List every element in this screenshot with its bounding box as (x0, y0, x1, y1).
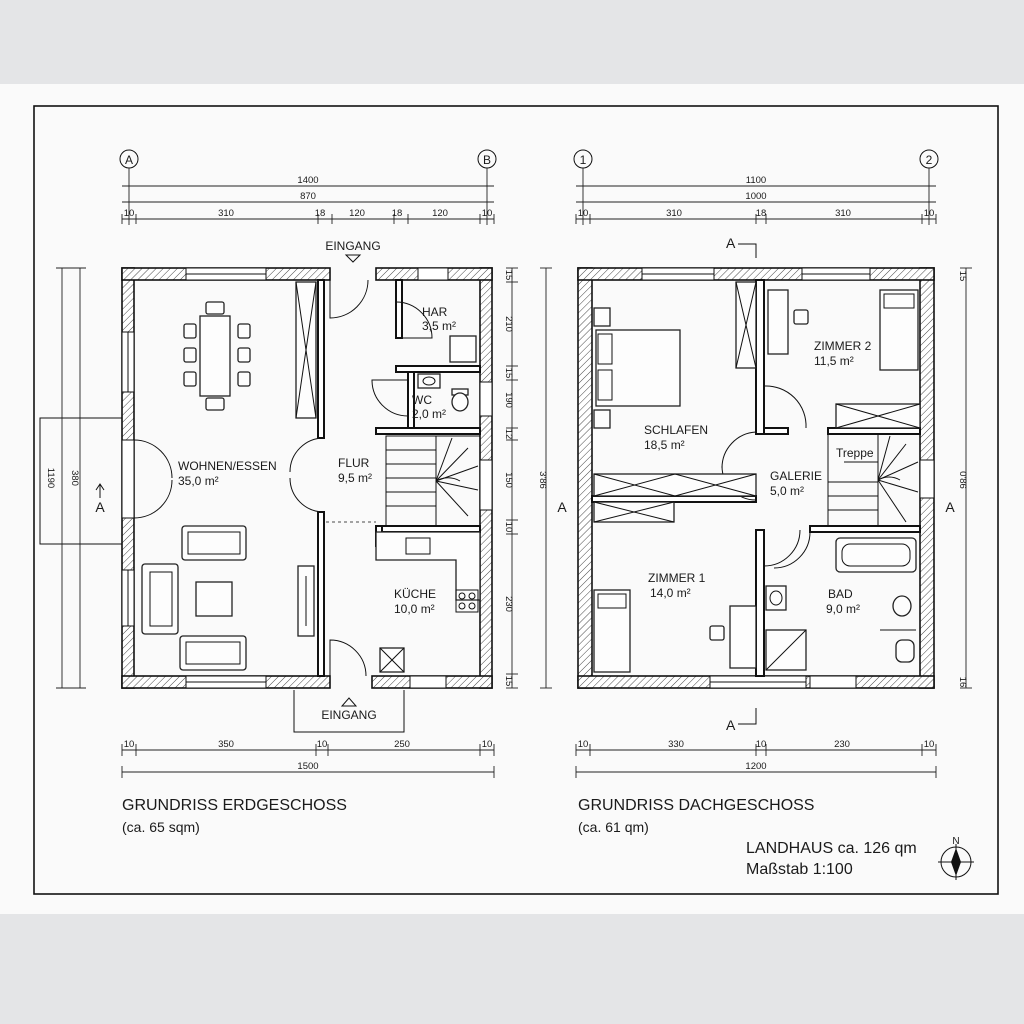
project-name: LANDHAUS ca. 126 qm (746, 840, 917, 857)
dim-right-seg-7: 10 (503, 522, 514, 533)
room-bad-area: 9,0 m² (826, 602, 860, 616)
room-schlafen-area: 18,5 m² (644, 438, 685, 452)
drawing-sheet: A B 1400 870 10 310 18 120 18 120 10 EIN… (0, 84, 1024, 914)
dim2-top-seg-1: 10 (578, 208, 589, 219)
room-galerie-area: 5,0 m² (770, 484, 804, 498)
dim-right-seg-2: 210 (503, 316, 514, 332)
dim-top-seg-2: 310 (218, 208, 234, 219)
entrance-bottom-arrow (340, 697, 358, 707)
kitchen-counter (375, 531, 481, 673)
grid-label-2: 2 (926, 153, 933, 167)
dim-right-seg-1: 15 (503, 270, 514, 281)
section-marker-top: A (726, 235, 736, 251)
dim-top-seg-5: 18 (392, 208, 403, 219)
dim2-bottom-seg-2: 330 (668, 739, 684, 750)
entrance-top-arrow (344, 254, 362, 263)
room-zimmer2-name: ZIMMER 2 (814, 339, 872, 353)
north-label: N (952, 836, 959, 847)
room-kueche-name: KÜCHE (394, 587, 436, 601)
grid-label-b: B (483, 153, 491, 167)
project-scale: Maßstab 1:100 (746, 861, 853, 878)
dim-right-seg-9: 15 (503, 676, 514, 687)
attic-stair (827, 433, 921, 527)
dim-right-seg-5: 12 (503, 429, 514, 440)
dim2-bottom-seg-3: 10 (756, 739, 767, 750)
entrance-bottom-label: EINGANG (321, 708, 376, 722)
dim-bottom-seg-2: 350 (218, 739, 234, 750)
dim2-right-seg-1: 15 (957, 271, 968, 282)
dim-right-seg-8: 230 (503, 596, 514, 612)
dim2-left: 3'86 (537, 471, 548, 489)
dim-bottom-overall: 1500 (297, 761, 318, 772)
dim2-bottom-seg-4: 230 (834, 739, 850, 750)
dim-bottom-seg-1: 10 (124, 739, 135, 750)
room-har-name: HAR (422, 305, 448, 319)
dim-top-seg-7: 10 (482, 208, 493, 219)
dim2-top-seg-3: 18 (756, 208, 767, 219)
wall-interior-2 (317, 511, 325, 677)
dim-bottom-seg-5: 10 (482, 739, 493, 750)
dim2-bottom-seg-1: 10 (578, 739, 589, 750)
dim2-top-seg-4: 310 (835, 208, 851, 219)
entrance-top-label: EINGANG (325, 239, 380, 253)
room-zimmer2-area: 11,5 m² (814, 354, 854, 368)
room-wohnen-name: WOHNEN/ESSEN (178, 459, 277, 473)
room-flur-area: 9,5 m² (338, 471, 372, 485)
room-zimmer1-name: ZIMMER 1 (648, 571, 706, 585)
north-arrow-icon: N (938, 836, 974, 880)
living-furniture (141, 525, 315, 671)
grid-label-1: 1 (580, 153, 587, 167)
dim-right-seg-6: 150 (503, 472, 514, 488)
room-wc-name: WC (412, 393, 432, 407)
attic-floor-plan: 1 2 1100 1000 10 310 18 310 10 A A A A (537, 149, 972, 835)
attic-floor-subtitle: (ca. 61 qm) (578, 819, 649, 835)
stair-label: Treppe (836, 446, 874, 460)
room-galerie-name: GALERIE (770, 469, 822, 483)
section-marker-side-right: A (945, 499, 955, 515)
dim-right-seg-4: 190 (503, 392, 514, 408)
section-marker-bottom: A (726, 717, 736, 733)
room-kueche-area: 10,0 m² (394, 602, 435, 616)
dim2-right-vertical: 0'86 (957, 471, 968, 489)
dim2-bottom-overall: 1200 (745, 761, 766, 772)
ground-stair (385, 435, 481, 527)
dim-top-seg-3: 18 (315, 208, 326, 219)
room-wohnen-area: 35,0 m² (178, 474, 219, 488)
dim-left-outer: 1190 (45, 468, 56, 488)
dim-left-inner: 380 (69, 470, 80, 486)
grid-label-a: A (125, 153, 133, 167)
dim-top-seg-1: 10 (124, 208, 135, 219)
dim-right-seg-3: 15 (503, 368, 514, 379)
dim2-bottom-seg-5: 10 (924, 739, 935, 750)
room-har-area: 3,5 m² (422, 319, 456, 333)
room-zimmer1-area: 14,0 m² (650, 586, 691, 600)
section-marker-left: A (95, 499, 105, 515)
room-flur-name: FLUR (338, 456, 370, 470)
attic-floor-title: GRUNDRISS DACHGESCHOSS (578, 797, 814, 814)
wall-interior-1 (317, 279, 325, 439)
drawing-frame (33, 105, 999, 895)
dim-top-seg-4: 120 (349, 208, 365, 219)
dim2-top-inner: 1000 (745, 191, 766, 202)
dim2-top-seg-2: 310 (666, 208, 682, 219)
room-wc-area: 2,0 m² (412, 407, 446, 421)
dim2-top-seg-5: 10 (924, 208, 935, 219)
section-marker-side-left: A (557, 499, 567, 515)
dim2-right-seg-2: 16 (957, 677, 968, 688)
room-schlafen-name: SCHLAFEN (644, 423, 708, 437)
dim-bottom-seg-3: 10 (317, 739, 328, 750)
floor-plan-drawing: A B 1400 870 10 310 18 120 18 120 10 EIN… (33, 105, 999, 895)
dim-top-overall: 1400 (297, 175, 318, 186)
dim-top-inner: 870 (300, 191, 316, 202)
dim-bottom-seg-4: 250 (394, 739, 410, 750)
ground-floor-title: GRUNDRISS ERDGESCHOSS (122, 797, 347, 814)
dining-set (183, 301, 251, 411)
room-bad-name: BAD (828, 587, 853, 601)
dim-top-seg-6: 120 (432, 208, 448, 219)
ground-floor-subtitle: (ca. 65 sqm) (122, 819, 200, 835)
ground-floor-plan: A B 1400 870 10 310 18 120 18 120 10 EIN… (39, 149, 518, 835)
dim2-top-overall: 1100 (746, 175, 766, 186)
